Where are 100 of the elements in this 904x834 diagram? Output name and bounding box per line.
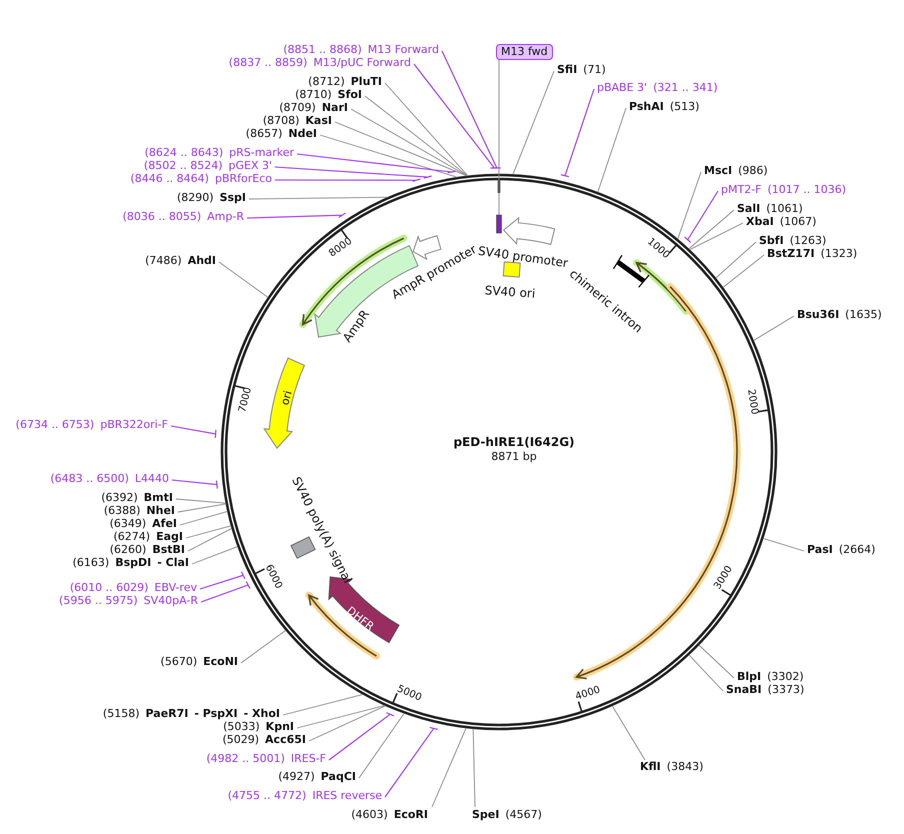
enzyme-site-label: XbaI (1067) xyxy=(746,215,816,229)
plasmid-size: 8871 bp xyxy=(491,450,537,464)
enzyme-site-label: (5158) PaeR7I - PspXI - XhoI xyxy=(102,707,280,721)
enzyme-site-label: PshAI (513) xyxy=(629,100,700,114)
enzyme-site-label: (8708) KasI xyxy=(262,114,332,128)
leader-line xyxy=(199,571,246,590)
enzyme-site-label: (4603) EcoRI xyxy=(351,808,428,822)
tick-label: 7000 xyxy=(236,386,256,414)
leader-line xyxy=(560,88,595,178)
enzyme-site-label: (8712) PluTI xyxy=(308,75,382,89)
leader-line xyxy=(170,425,216,438)
leader-line xyxy=(472,728,476,808)
plasmid-name: pED-hIRE1(I642G) xyxy=(453,435,575,449)
enzyme-site-label: (4927) PaqCI xyxy=(278,770,356,784)
leader-line xyxy=(698,644,734,678)
primer-site-label: (4982 .. 5001) IRES-F xyxy=(206,752,326,766)
leader-line xyxy=(188,528,232,552)
leader-line xyxy=(178,503,226,512)
enzyme-site-label: (6163) BspDI - ClaI xyxy=(72,556,189,570)
leader-line xyxy=(192,546,238,564)
primer-site-label: (8036 .. 8055) Amp-R xyxy=(122,210,244,224)
enzyme-site-label: SbfI (1263) xyxy=(759,234,826,248)
leader-line xyxy=(282,694,364,716)
enzyme-site-label: KflI (3843) xyxy=(640,760,704,774)
enzyme-site-label: MscI (986) xyxy=(704,164,768,178)
leader-line xyxy=(753,316,794,341)
leader-line xyxy=(320,134,458,178)
primer-site-label: (6010 .. 6029) EBV-rev xyxy=(70,581,197,595)
primer-site-label: pBABE 3' (321 .. 341) xyxy=(597,81,718,95)
enzyme-site-label: BlpI (3302) xyxy=(737,670,804,684)
enzyme-site-label: (5029) Acc65I xyxy=(222,733,306,747)
leader-line xyxy=(715,242,756,278)
leader-line xyxy=(498,58,500,216)
enzyme-site-label: (6388) NheI xyxy=(104,504,175,518)
leader-line xyxy=(246,212,346,219)
enzyme-site-label: (8710) SfoI xyxy=(295,88,362,102)
leader-line xyxy=(248,196,388,200)
leader-line xyxy=(762,538,804,552)
primer-site-label: (8624 .. 8643) pRS-marker xyxy=(144,146,294,160)
leader-line xyxy=(334,122,468,176)
leader-line xyxy=(384,726,438,798)
tick-label: 5000 xyxy=(394,682,424,706)
primer-site-label: (4755 .. 4772) IRES reverse xyxy=(228,789,382,803)
leader-line xyxy=(274,166,432,179)
enzyme-site-label: SpeI (4567) xyxy=(472,808,542,822)
primer-site-label: (8502 .. 8524) pGEX 3' xyxy=(144,159,272,173)
enzyme-site-label: SnaBI (3373) xyxy=(726,683,804,697)
enzyme-site-label: (7486) AhdI xyxy=(145,254,216,268)
leader-line xyxy=(441,50,502,169)
leader-line xyxy=(200,580,250,603)
enzyme-site-label: (5670) EcoNI xyxy=(160,655,238,669)
leader-line xyxy=(688,210,734,250)
leader-line xyxy=(684,190,719,243)
enzyme-site-label: (8709) NarI xyxy=(279,101,348,115)
enzyme-site-label: (6274) EagI xyxy=(114,530,183,544)
primer-tag: M13 fwd xyxy=(496,44,553,60)
leader-line xyxy=(218,262,268,298)
leader-line xyxy=(176,498,226,504)
primer-site-label: (8446 .. 8464) pBRforEco xyxy=(130,172,272,186)
leader-line xyxy=(308,705,386,742)
enzyme-site-label: SalI (1061) xyxy=(737,202,803,216)
primer-site-label: (8851 .. 8868) M13 Forward xyxy=(283,43,439,57)
primer-site-label: (6483 .. 6500) L4440 xyxy=(50,472,169,486)
leader-line xyxy=(296,153,456,174)
primer-site-label: (5956 .. 5975) SV40pA-R xyxy=(59,594,198,608)
primer-site-label: (6734 .. 6753) pBR322ori-F xyxy=(16,418,168,432)
leader-line xyxy=(688,654,724,692)
leader-line xyxy=(512,70,554,175)
leader-line xyxy=(171,479,218,490)
leader-line xyxy=(432,728,467,808)
leader-line xyxy=(689,222,744,250)
leader-line xyxy=(364,96,468,176)
enzyme-site-label: (6349) AfeI xyxy=(110,517,177,531)
leader-line xyxy=(186,525,232,538)
leader-line xyxy=(358,712,405,778)
feature-label: SV40 ori xyxy=(484,283,536,301)
feature-label: ori xyxy=(278,389,296,407)
leader-line xyxy=(413,63,499,169)
enzyme-site-label: (8657) NdeI xyxy=(246,127,317,141)
enzyme-site-label: (8290) SspI xyxy=(176,191,246,205)
enzyme-site-label: PasI (2664) xyxy=(807,543,876,557)
enzyme-site-label: (6260) BstBI xyxy=(110,543,185,557)
primer-site-mark xyxy=(496,214,502,234)
enzyme-site-label: (6392) BmtI xyxy=(101,491,173,505)
leader-line xyxy=(597,108,626,193)
tick-label: 2000 xyxy=(744,388,761,416)
leader-line xyxy=(240,630,286,664)
primer-site-label: (8837 .. 8859) M13/pUC Forward xyxy=(228,56,411,70)
enzyme-site-label: (5033) KpnI xyxy=(223,720,294,734)
enzyme-site-label: BstZ17I (1323) xyxy=(767,247,858,261)
leader-line xyxy=(722,254,764,288)
leader-line xyxy=(296,705,386,728)
leader-line xyxy=(612,705,646,760)
tick-label: 4000 xyxy=(573,684,602,705)
primer-site-label: pMT2-F (1017 .. 1036) xyxy=(721,183,846,197)
leader-line xyxy=(677,172,702,240)
leader-line xyxy=(180,511,228,526)
leader-line xyxy=(274,178,421,182)
enzyme-site-label: Bsu36I (1635) xyxy=(797,308,882,322)
leader-line xyxy=(328,712,394,761)
